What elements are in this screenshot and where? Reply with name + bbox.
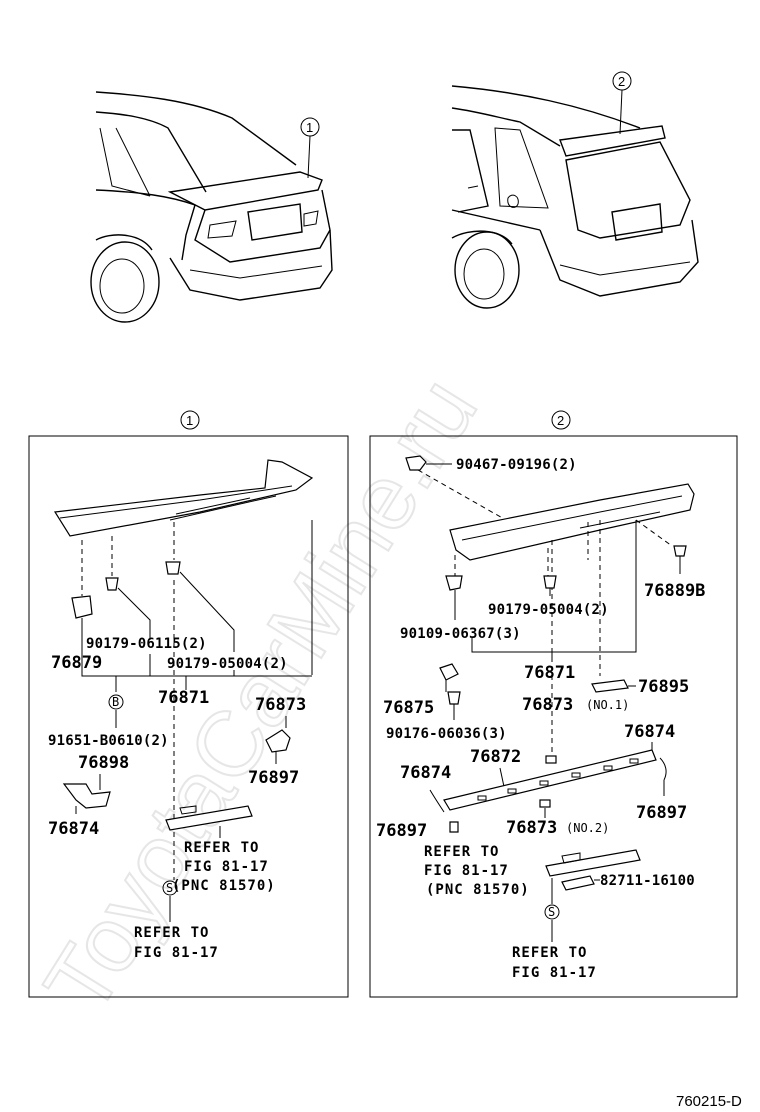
- p2-label-90109-06367: 90109-06367(3): [400, 626, 521, 642]
- p2-label-76871: 76871: [524, 663, 575, 683]
- callout-2-label: 2: [618, 74, 625, 89]
- callout-circle-1: [300, 117, 320, 137]
- p2-label-76875: 76875: [383, 698, 434, 718]
- p2-label-90179-05004: 90179-05004(2): [488, 602, 609, 618]
- p2-stop-lamp-icon: [545, 849, 641, 877]
- panel2-spoiler: [449, 483, 695, 561]
- p2-pad-76873-no1-icon: [545, 755, 557, 764]
- p2-clip-90467-icon: [405, 455, 427, 471]
- p1-label-91651-b0610: 91651-B0610(2): [48, 733, 169, 749]
- p1-label-76879: 76879: [51, 653, 102, 673]
- p2-label-90176-06036: 90176-06036(3): [386, 726, 507, 742]
- callout-1-label: 1: [306, 120, 313, 135]
- wagon-illustration: [451, 85, 699, 309]
- p1-nut-06115-icon: [105, 577, 119, 591]
- panel-1-callout: [180, 410, 200, 430]
- p2-label-76895: 76895: [638, 677, 689, 697]
- p1-pad-76897-icon: [265, 729, 291, 753]
- p1-bolt-b-letter: B: [112, 695, 119, 709]
- p2-label-76897-left: 76897: [376, 821, 427, 841]
- p1-bolt-b-icon: [108, 694, 124, 710]
- p1-nut-05004-icon: [165, 561, 181, 575]
- p1-label-76897: 76897: [248, 768, 299, 788]
- p1-refer-to-2: REFER TO: [134, 925, 209, 941]
- p2-label-76873-no1: 76873: [522, 695, 573, 715]
- sedan-illustration: [90, 91, 333, 323]
- p2-label-no1: (NO.1): [586, 698, 629, 712]
- p2-clip-90109-icon: [445, 575, 463, 591]
- p1-clip-76879-icon: [71, 595, 93, 619]
- p2-pad-82711-icon: [561, 875, 595, 891]
- p2-label-82711-16100: 82711-16100: [600, 873, 695, 889]
- panel-2-callout: [551, 410, 571, 430]
- p2-label-76889b: 76889B: [644, 581, 705, 601]
- p2-screw-s-icon: [544, 904, 560, 920]
- p2-garnish-76872-icon: [443, 749, 657, 811]
- p1-screw-s-icon: [162, 880, 178, 896]
- p2-nut-05004-icon: [543, 575, 557, 589]
- p2-label-no2: (NO.2): [566, 821, 609, 835]
- p1-screw-s-letter: S: [166, 881, 173, 895]
- p1-stop-lamp-icon: [165, 805, 253, 831]
- panel-1-callout-label: 1: [186, 413, 193, 428]
- p1-pnc-81570: (PNC 81570): [172, 878, 276, 894]
- p1-fig-81-17: FIG 81-17: [184, 859, 269, 875]
- p2-fig-81-17-2: FIG 81-17: [512, 965, 597, 981]
- p2-label-76874-right: 76874: [624, 722, 675, 742]
- p1-refer-to: REFER TO: [184, 840, 259, 856]
- p2-label-76872: 76872: [470, 747, 521, 767]
- p2-fig-81-17: FIG 81-17: [424, 863, 509, 879]
- panel-2-frame: [369, 435, 738, 998]
- p2-seal-76875-icon: [439, 663, 459, 681]
- p1-label-76898: 76898: [78, 753, 129, 773]
- p2-label-76874-left: 76874: [400, 763, 451, 783]
- p2-nut-90176-icon: [447, 691, 461, 705]
- panel-1-frame: [28, 435, 349, 998]
- p1-label-90179-06115: 90179-06115(2): [86, 636, 207, 652]
- p2-pad-76873-no2-icon: [539, 799, 551, 808]
- p1-label-76871: 76871: [158, 688, 209, 708]
- p2-pad-76897-left-icon: [449, 821, 459, 833]
- p2-tape-76895-icon: [591, 679, 629, 693]
- p2-pnc-81570: (PNC 81570): [426, 882, 530, 898]
- p2-garnish-slots: [477, 758, 639, 801]
- figure-id: 760215-D: [676, 1093, 742, 1110]
- callout-circle-2: [612, 71, 632, 91]
- p2-screw-s-letter: S: [548, 905, 555, 919]
- p2-refer-to: REFER TO: [424, 844, 499, 860]
- p2-refer-to-2: REFER TO: [512, 945, 587, 961]
- p2-label-76897-right: 76897: [636, 803, 687, 823]
- p1-label-76873: 76873: [255, 695, 306, 715]
- panel1-spoiler: [53, 459, 314, 537]
- panel-2-callout-label: 2: [557, 413, 564, 428]
- p1-label-76874: 76874: [48, 819, 99, 839]
- p1-label-90179-05004: 90179-05004(2): [167, 656, 288, 672]
- p1-seal-76898-icon: [62, 783, 111, 809]
- p2-pad-76889b-icon: [673, 545, 687, 557]
- p1-fig-81-17-2: FIG 81-17: [134, 945, 219, 961]
- p2-label-76873-no2: 76873: [506, 818, 557, 838]
- p2-label-90467-09196: 90467-09196(2): [456, 457, 577, 473]
